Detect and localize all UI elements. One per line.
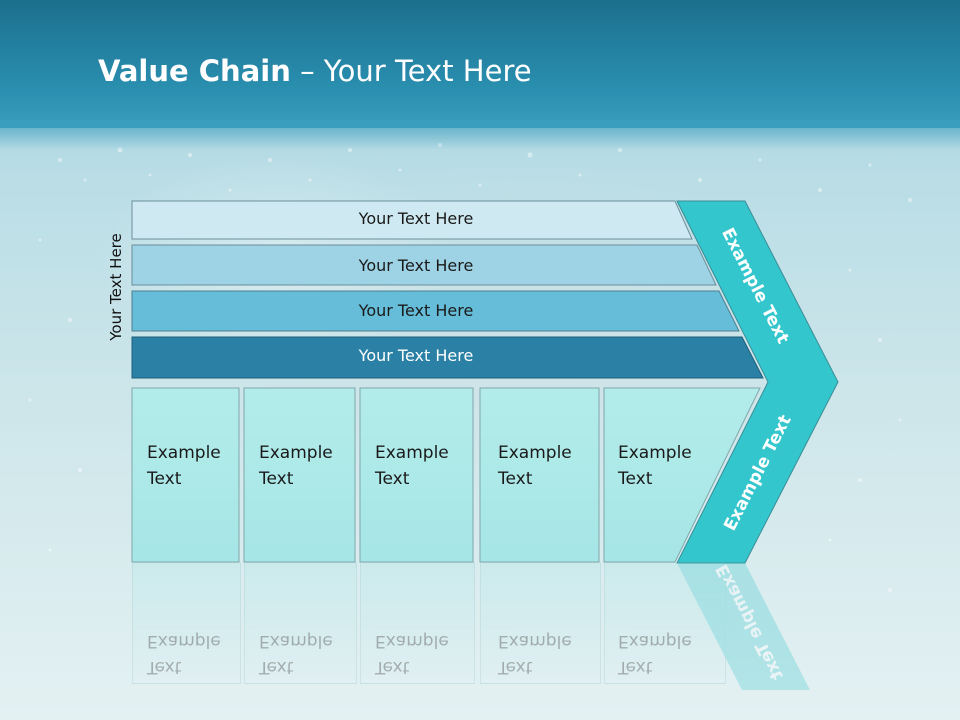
- title-bold: Value Chain: [98, 54, 291, 88]
- reflection-arrow: [677, 563, 810, 690]
- column-label-2-line2: Text: [259, 469, 294, 489]
- page-title: Value Chain – Your Text Here: [98, 54, 532, 88]
- row-label-4: Your Text Here: [358, 346, 474, 365]
- column-label-4-line1: Example: [498, 443, 572, 463]
- reflection-box-4: [480, 562, 601, 684]
- title-bar: [0, 0, 960, 128]
- column-label-1-line2: Text: [147, 469, 182, 489]
- column-label-2-line1: Example: [259, 443, 333, 463]
- row-label-3: Your Text Here: [358, 301, 474, 320]
- column-label-4-line2: Text: [498, 469, 533, 489]
- reflection-box-1: [132, 562, 241, 684]
- reflection-box-5: [604, 562, 726, 684]
- column-label-2: Example Text: [259, 440, 355, 492]
- column-label-3-line2: Text: [375, 469, 410, 489]
- column-label-5-line2: Text: [618, 469, 653, 489]
- reflection-box-2: [244, 562, 357, 684]
- row-bar-1: [131, 200, 693, 240]
- chevron-arrow: [676, 200, 839, 564]
- title-bar-fade: [0, 120, 960, 150]
- column-label-1-line1: Example: [147, 443, 221, 463]
- column-label-3: Example Text: [375, 440, 471, 492]
- row-bar-2: [131, 244, 717, 286]
- column-box-2: [243, 387, 356, 563]
- reflection: Text Example Text Example Text Example T…: [0, 562, 960, 720]
- column-label-5-line1: Example: [618, 443, 692, 463]
- column-box-4: [479, 387, 600, 563]
- column-label-4: Example Text: [498, 440, 594, 492]
- row-bar-3: [131, 290, 740, 332]
- column-box-1: [131, 387, 240, 563]
- row-label-2: Your Text Here: [358, 256, 474, 275]
- reflection-box-3: [360, 562, 475, 684]
- bubble-texture: [28, 143, 912, 592]
- column-box-3: [359, 387, 474, 563]
- column-label-1: Example Text: [147, 440, 243, 492]
- side-label: Your Text Here: [107, 233, 125, 341]
- column-box-5: [603, 387, 761, 563]
- row-bar-4: [131, 336, 764, 379]
- row-label-1: Your Text Here: [358, 209, 474, 228]
- title-rest: – Your Text Here: [290, 54, 532, 88]
- column-label-3-line1: Example: [375, 443, 449, 463]
- column-label-5: Example Text: [618, 440, 714, 492]
